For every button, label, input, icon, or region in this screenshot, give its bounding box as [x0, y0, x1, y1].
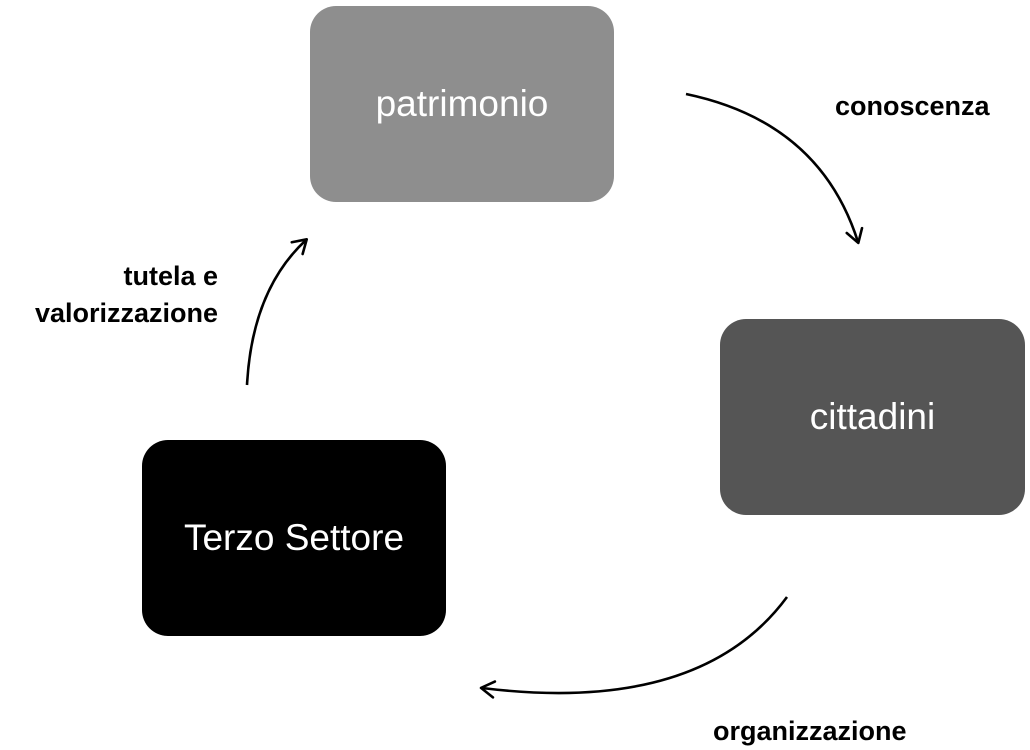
- node-label-cittadini: cittadini: [809, 396, 936, 437]
- edge-label-organizzazione: organizzazione: [713, 716, 907, 746]
- arrow-cittadini-to-terzo-settore: [479, 596, 789, 699]
- node-label-terzo-settore: Terzo Settore: [183, 517, 405, 558]
- node-cittadini: cittadini: [720, 319, 1025, 515]
- edge-label-line: tutela e: [123, 261, 218, 291]
- node-patrimonio: patrimonio: [310, 6, 614, 202]
- arrow-patrimonio-to-cittadini: [685, 92, 864, 245]
- node-terzo-settore: Terzo Settore: [142, 440, 446, 636]
- arrow-terzo-settore-to-patrimonio: [245, 238, 309, 386]
- edge-label-tutela-valorizzazione: tutela e valorizzazione: [35, 258, 218, 332]
- edge-label-line: valorizzazione: [34, 298, 218, 328]
- edge-label-conoscenza: conoscenza: [835, 91, 990, 121]
- node-label-patrimonio: patrimonio: [375, 83, 549, 124]
